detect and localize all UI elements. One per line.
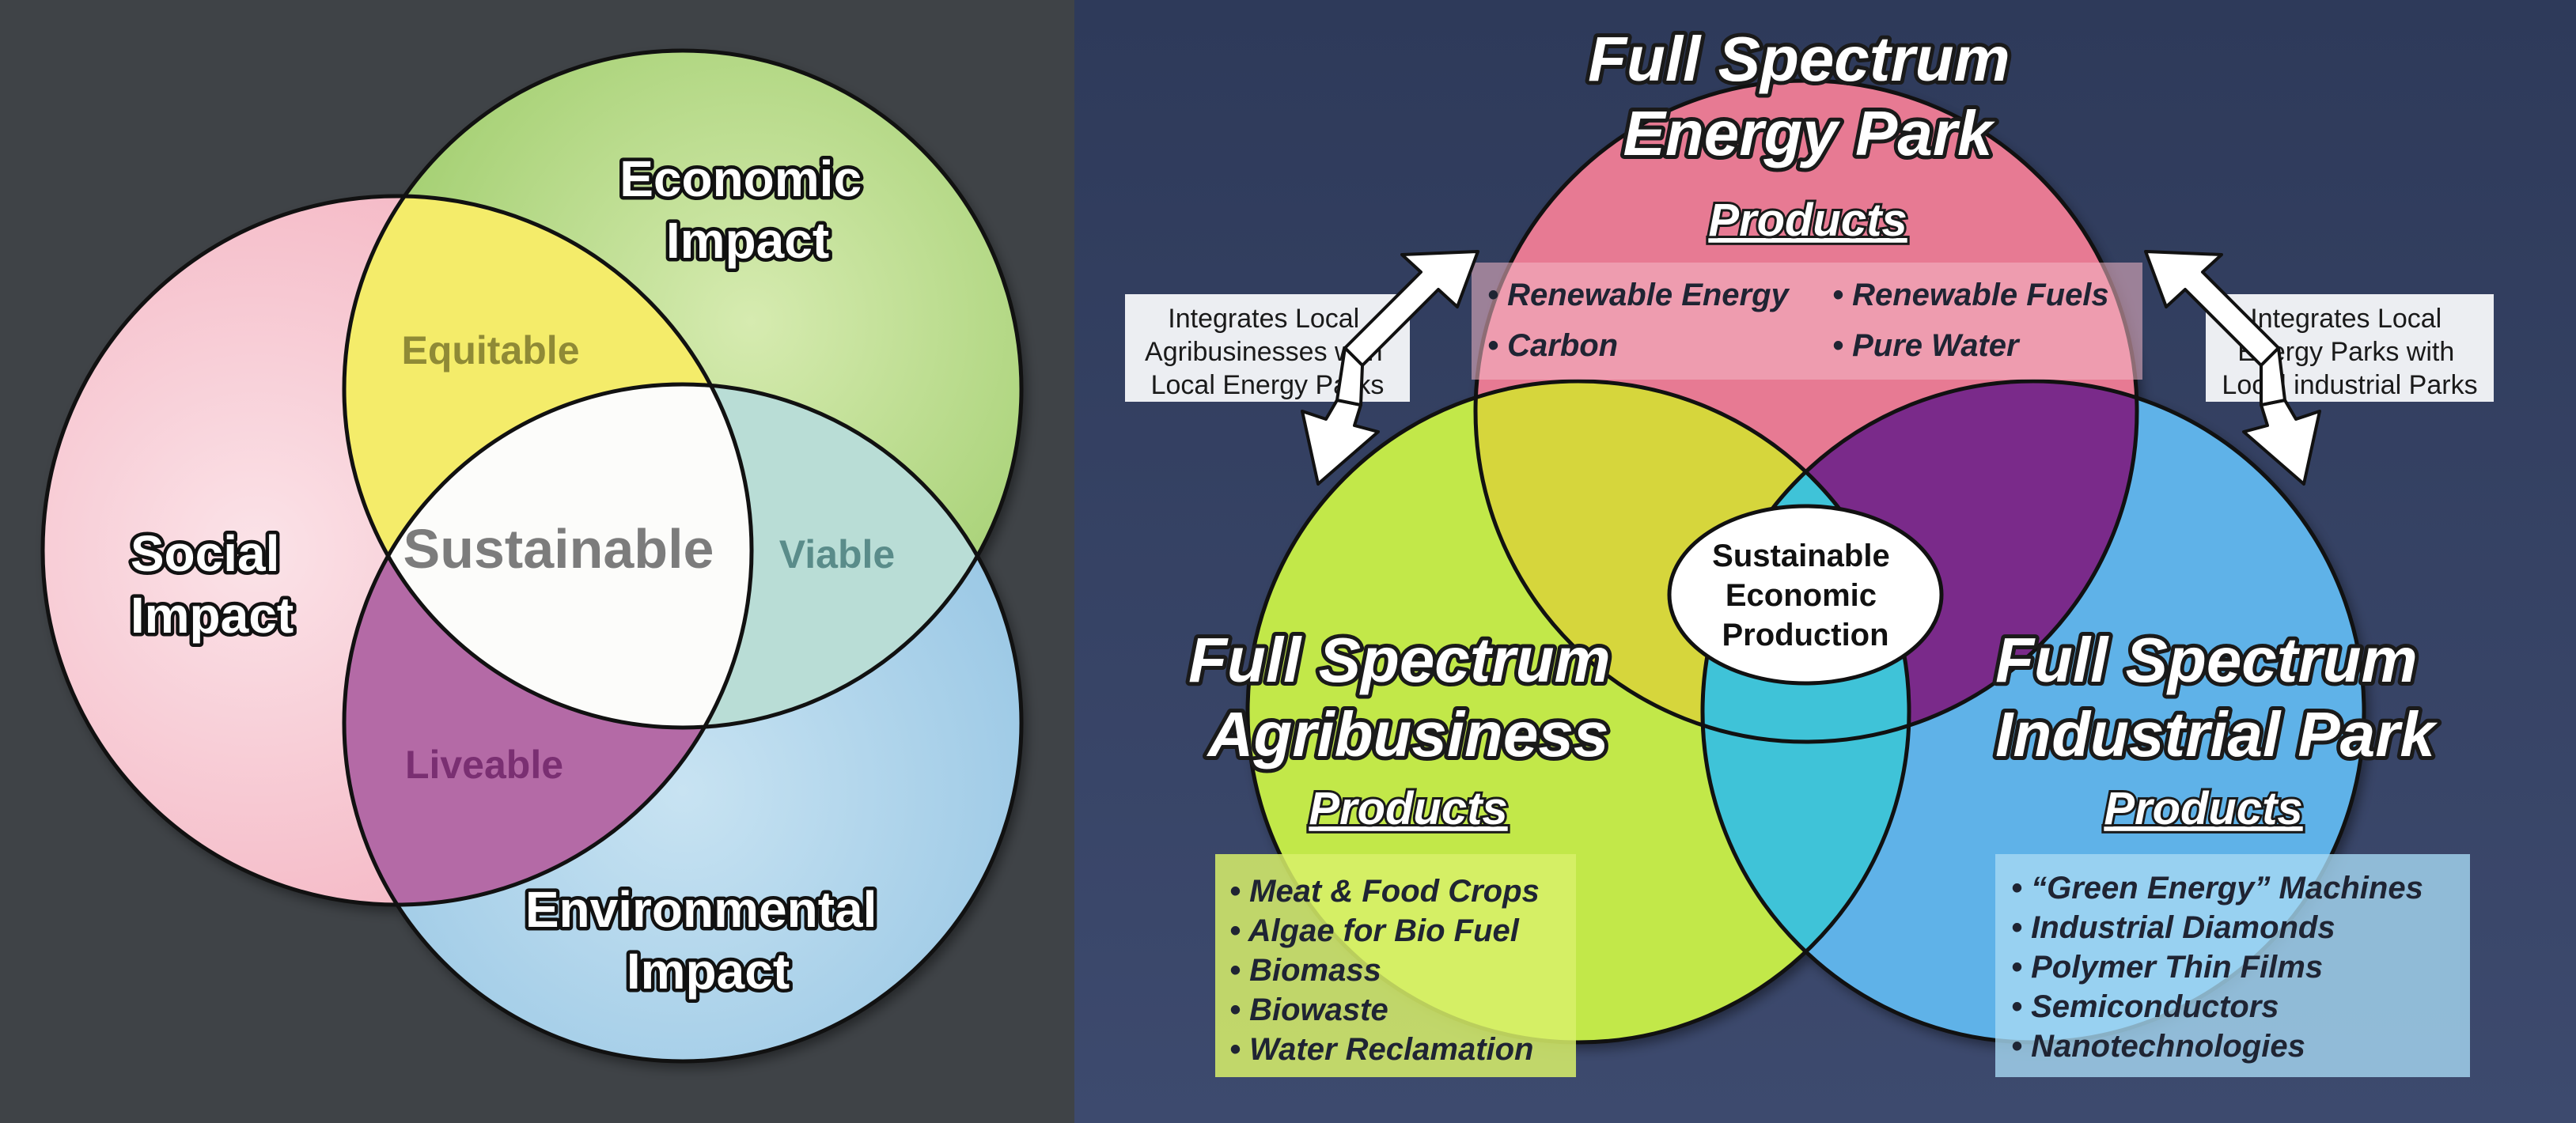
agri-item: • Algae for Bio Fuel (1229, 913, 1520, 948)
social-impact-label: Social Impact (131, 525, 294, 644)
energy-products-box (1472, 263, 2142, 380)
industrial-products-heading: Products (2104, 783, 2302, 834)
agri-item: • Biomass (1229, 953, 1381, 988)
economic-impact-label: Economic Impact (619, 150, 876, 269)
industrial-item: • Polymer Thin Films (2011, 950, 2323, 985)
center-oval (1667, 504, 1944, 686)
left-venn-outlines (40, 48, 1024, 1064)
agri-item: • Water Reclamation (1229, 1032, 1534, 1067)
industrial-item: • Nanotechnologies (2011, 1029, 2305, 1064)
left-double-arrow (1301, 250, 1479, 486)
energy-item: • Carbon (1487, 328, 1618, 363)
energy-item: • Renewable Fuels (1832, 278, 2109, 312)
agri-products-heading: Products (1309, 783, 1507, 834)
industrial-park-title: Full Spectrum Industrial Park (1995, 625, 2438, 769)
energy-item: • Pure Water (1832, 328, 2021, 363)
energy-park-title: Full Spectrum Energy Park (1588, 24, 2028, 168)
industrial-products-box (1995, 854, 2470, 1077)
agri-item: • Biowaste (1229, 993, 1388, 1027)
industrial-item: • Semiconductors (2011, 989, 2279, 1024)
sustainable-region (344, 384, 752, 728)
energy-products-heading: Products (1708, 195, 1907, 246)
agribusiness-title: Full Spectrum Agribusiness (1188, 625, 1628, 769)
right-double-arrow (2144, 250, 2321, 486)
sustainable-label: Sustainable (403, 518, 714, 580)
environmental-impact-label: Environmental Impact (525, 881, 891, 1000)
agri-products-box (1215, 854, 1576, 1077)
viable-label: Viable (779, 532, 895, 577)
agri-item: • Meat & Food Crops (1229, 874, 1540, 909)
equitable-label: Equitable (401, 328, 579, 372)
center-label: Sustainable Economic Production (1712, 539, 1899, 652)
industrial-item: • “Green Energy” Machines (2011, 871, 2423, 906)
energy-item: • Renewable Energy (1487, 278, 1790, 312)
industrial-item: • Industrial Diamonds (2011, 910, 2335, 945)
liveable-label: Liveable (405, 743, 563, 787)
